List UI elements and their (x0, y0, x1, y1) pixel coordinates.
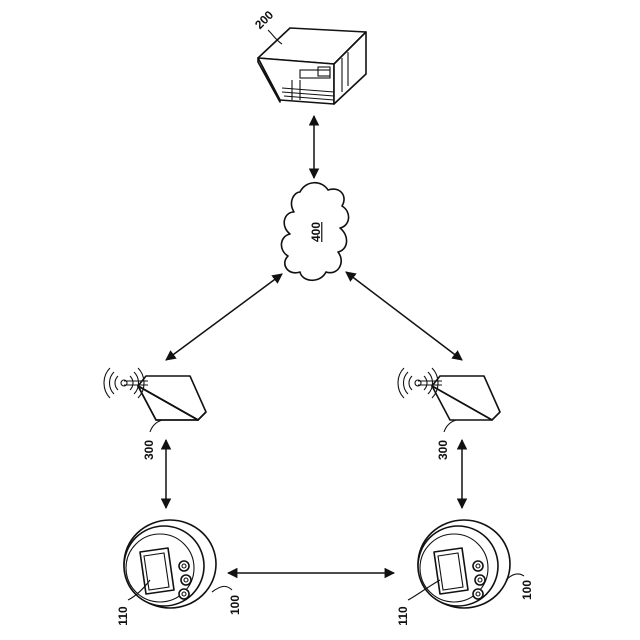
arrow-network-right-gateway (346, 272, 462, 360)
label-400: 400 (309, 222, 323, 242)
label-100-right: 100 (520, 580, 534, 600)
label-110-left: 110 (116, 606, 130, 626)
label-100-left: 100 (228, 595, 242, 615)
server-label: 200 (252, 8, 282, 44)
gateway-right (398, 368, 500, 420)
meter-left-button-2 (181, 575, 191, 585)
network-cloud: 400 (281, 183, 348, 281)
label-110-right: 110 (396, 606, 410, 626)
gateway-left (104, 368, 206, 420)
meter-right (418, 520, 510, 608)
label-200: 200 (252, 8, 276, 32)
meter-right-button-1 (473, 561, 483, 571)
meter-left-button-3 (179, 589, 189, 599)
label-300-left: 300 (142, 440, 156, 460)
gateway-left-label: 300 (142, 420, 162, 460)
meter-left (124, 520, 216, 608)
gateway-right-label: 300 (436, 420, 456, 460)
server-device (258, 28, 366, 104)
meter-left-button-1 (179, 561, 189, 571)
arrow-network-left-gateway (166, 274, 282, 360)
meter-right-button-3 (473, 589, 483, 599)
meter-right-button-2 (475, 575, 485, 585)
label-300-right: 300 (436, 440, 450, 460)
